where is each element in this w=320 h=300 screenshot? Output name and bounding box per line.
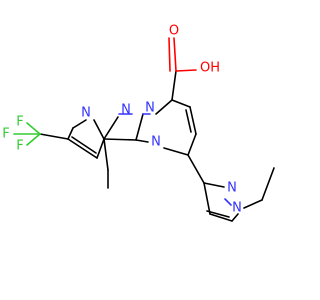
bond-line	[203, 182, 211, 215]
bond-line	[103, 116, 119, 140]
bond-line	[103, 138, 109, 171]
bond-line	[243, 199, 263, 209]
atom-f-lower: F	[16, 139, 23, 154]
bond-line	[103, 138, 137, 141]
bond-line	[209, 213, 233, 222]
bond-line	[26, 133, 41, 146]
atom-n-pyrazole-2: N	[227, 181, 237, 196]
atom-n-pyrazole: N	[121, 103, 131, 118]
atom-n-pyridine: N	[81, 106, 91, 121]
bond-line	[171, 99, 191, 108]
atom-o-carbonyl: O	[169, 24, 179, 39]
bond-line	[71, 136, 97, 154]
bond-line	[175, 69, 197, 72]
bond-line	[224, 198, 232, 206]
atom-n-pyrazole-1: N	[232, 201, 242, 216]
bond-line	[93, 119, 105, 140]
bond-line	[185, 109, 192, 133]
bond-line	[171, 70, 177, 101]
atom-labels: N N N N N N OH O F F F	[2, 24, 242, 216]
bond-line	[189, 106, 197, 135]
atom-n-pyrimidine: N	[151, 135, 161, 150]
bond-line	[231, 213, 239, 222]
bond-line	[39, 133, 69, 140]
bond-line	[72, 119, 87, 129]
bond-line	[135, 139, 149, 143]
molecule-structure: N N N N N N OH O F F F	[2, 24, 275, 222]
bond-line	[206, 210, 230, 218]
bond-line	[168, 37, 171, 72]
atom-oh: OH	[200, 61, 220, 76]
bond-line	[203, 182, 225, 188]
bonds	[13, 37, 275, 222]
bond-line	[173, 37, 177, 72]
atom-f-upper: F	[16, 115, 23, 130]
bond-line	[261, 167, 275, 201]
molecule-canvas: N N N N N N OH O F F F	[2, 24, 275, 222]
bond-line	[187, 133, 197, 156]
atom-n-bridgehead: N	[145, 101, 155, 116]
atom-f-left: F	[2, 127, 9, 142]
bond-line	[187, 154, 205, 184]
bond-line	[155, 99, 173, 115]
bond-line	[163, 147, 189, 156]
bond-line	[96, 138, 105, 159]
bond-line	[67, 127, 74, 140]
bond-line	[26, 122, 41, 135]
bond-line	[67, 138, 98, 159]
bond-line	[135, 113, 144, 141]
